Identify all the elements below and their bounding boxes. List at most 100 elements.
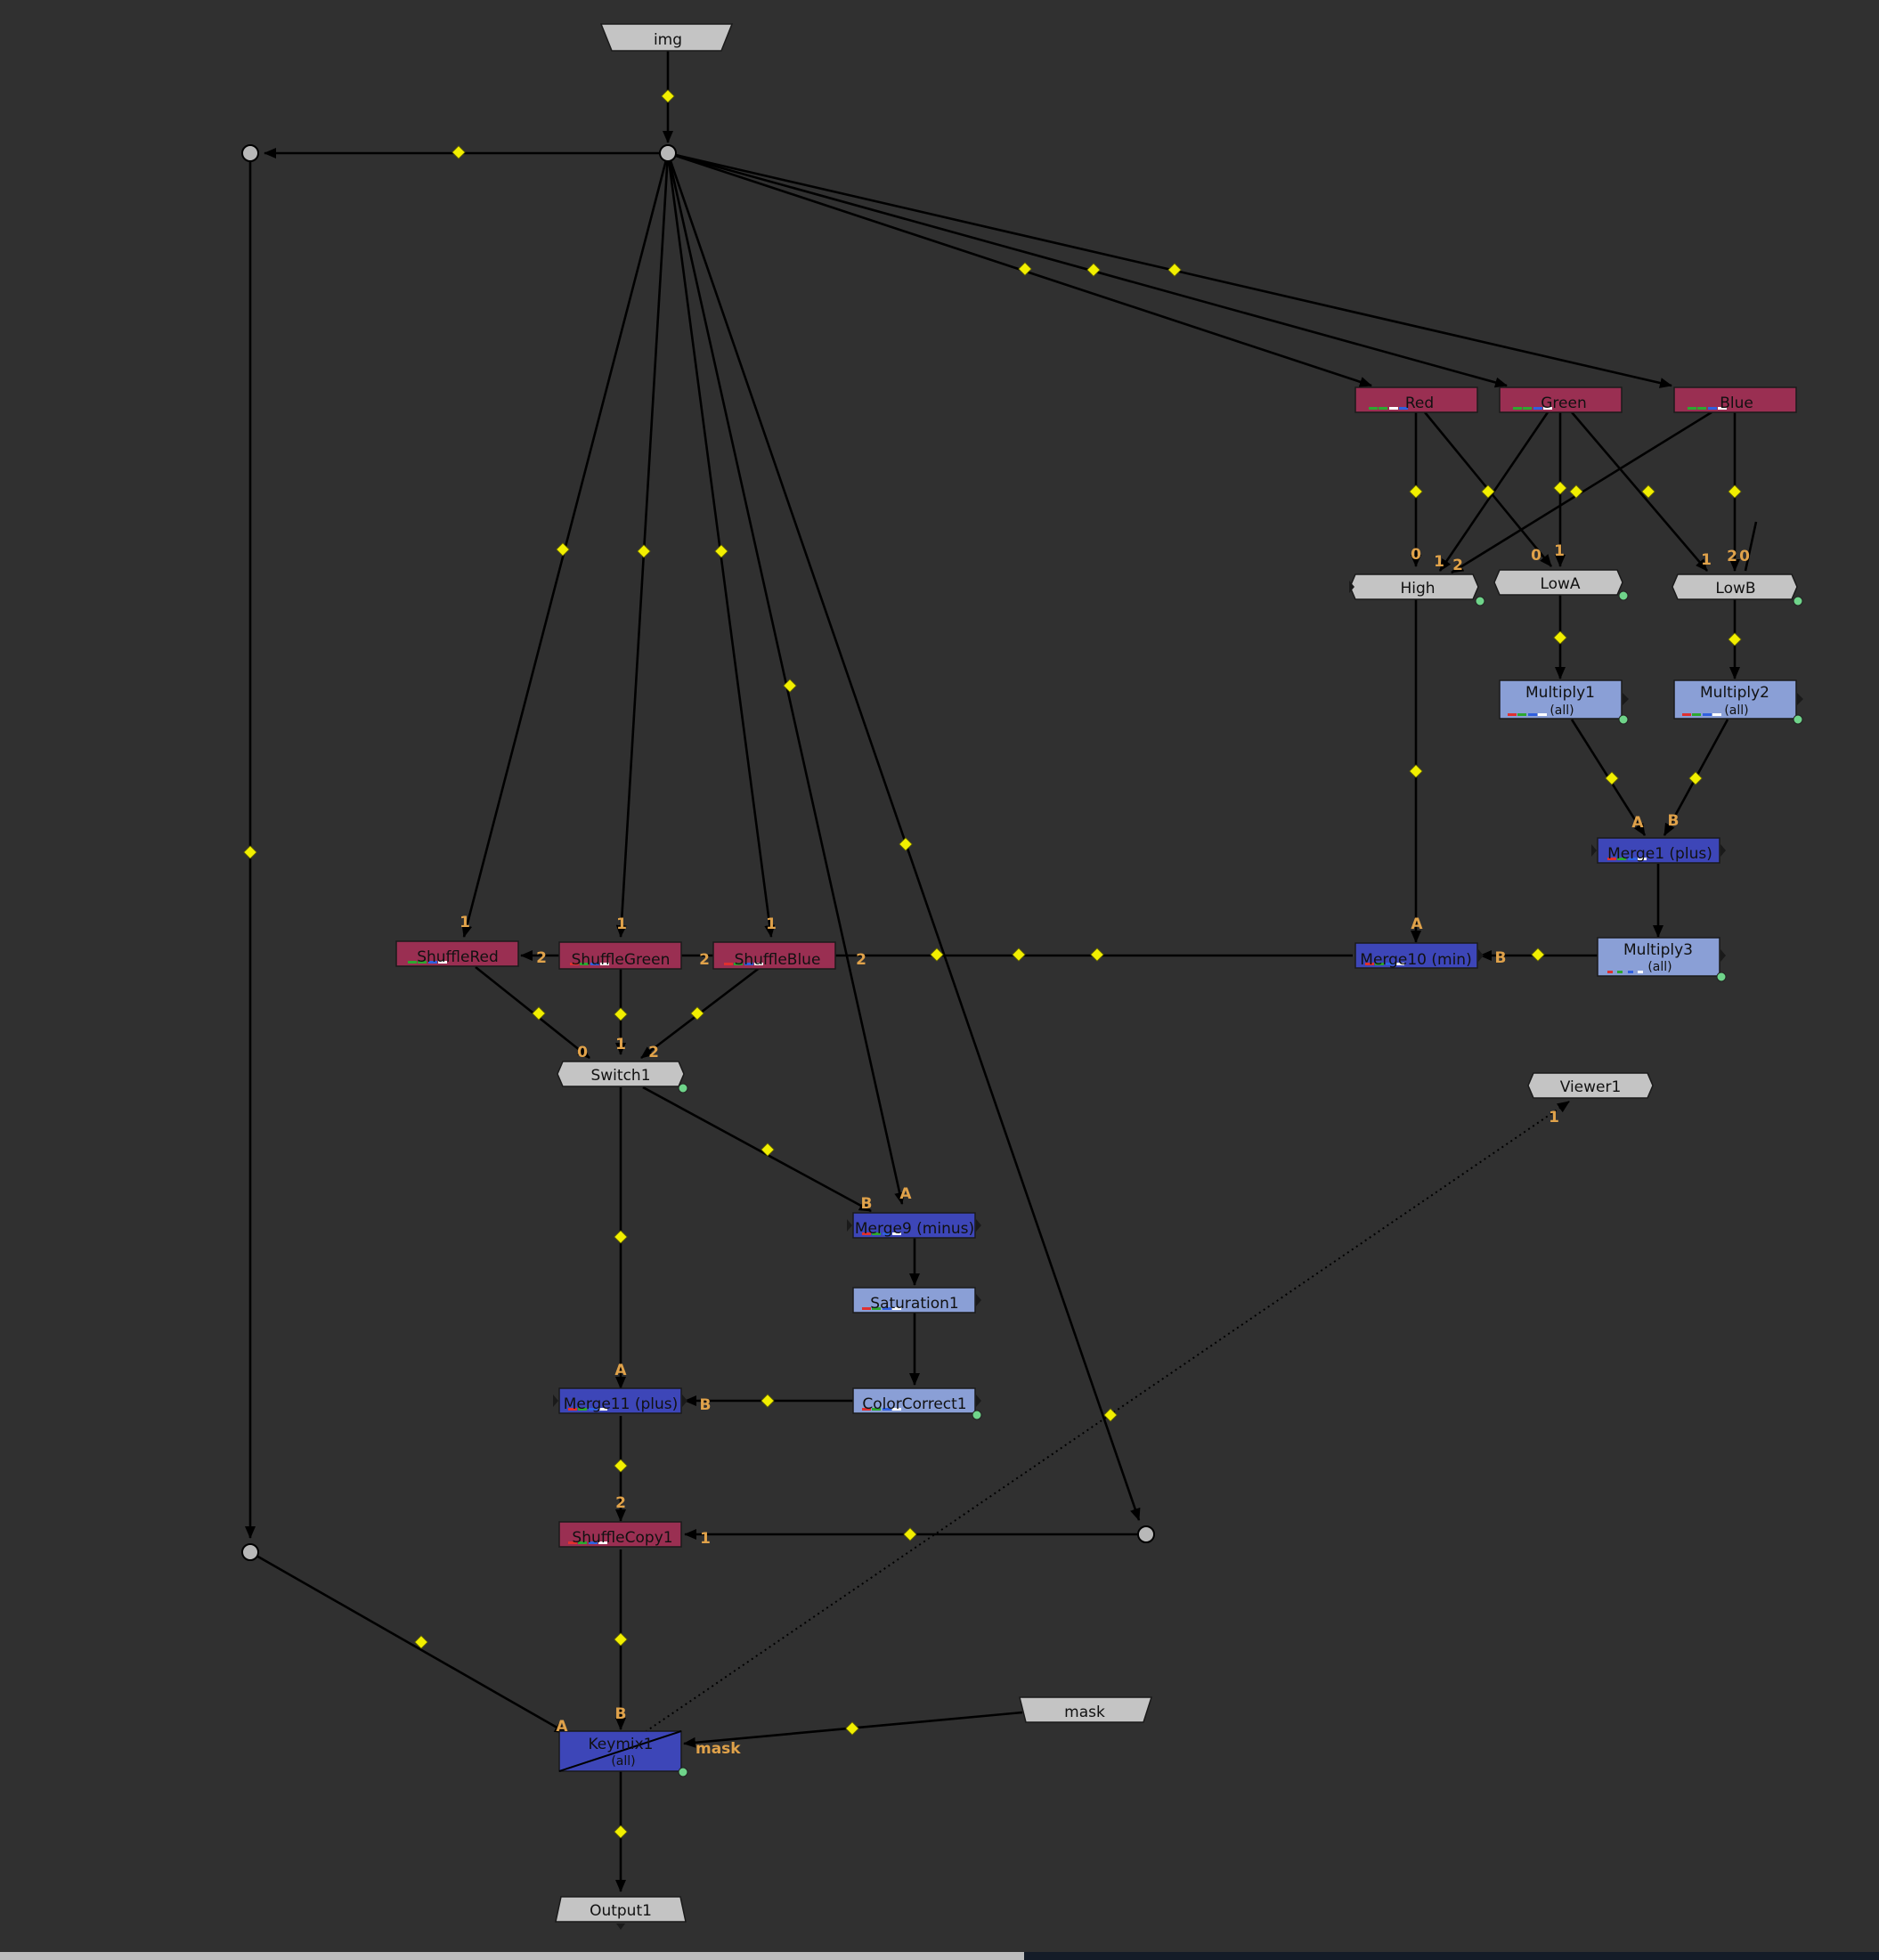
node-switch1-label: Switch1 (590, 1067, 650, 1085)
node-merge1[interactable]: Merge1 (plus) (1591, 837, 1726, 864)
dot-node-left-top[interactable] (241, 144, 259, 162)
node-red[interactable]: Red (1354, 386, 1478, 413)
input-label: 2 (615, 1494, 626, 1512)
input-label: B (1668, 812, 1680, 830)
input-label: 1 (616, 915, 627, 933)
edge-dots (243, 89, 1742, 1839)
input-label: A (614, 1362, 627, 1379)
edges (245, 51, 1758, 1892)
input-label: A (1631, 814, 1644, 832)
node-mask-label: mask (1064, 1704, 1105, 1721)
node-green-label: Green (1541, 394, 1586, 412)
node-shuffleblue-label: ShuffleBlue (735, 951, 821, 969)
node-multiply3-label: Multiply3 (1623, 941, 1693, 959)
input-label: 2 (648, 1044, 659, 1061)
node-shufflecopy1-label: ShuffleCopy1 (572, 1529, 672, 1547)
node-keymix1-sublabel: (all) (611, 1754, 635, 1769)
node-img[interactable]: img (599, 23, 734, 52)
input-label: 1 (460, 914, 470, 931)
node-shufflered-label: ShuffleRed (417, 948, 499, 966)
dot-node-right-bottom[interactable] (1137, 1525, 1155, 1543)
input-label: 2 (536, 949, 547, 967)
edge-dot-lowerdot[interactable] (666, 152, 1141, 1521)
input-label: 0 (1739, 548, 1750, 565)
dot-node-top[interactable] (659, 144, 677, 162)
node-merge1-label: Merge1 (plus) (1607, 845, 1712, 863)
node-merge9[interactable]: Merge9 (minus) (847, 1212, 981, 1239)
node-switch1[interactable]: Switch1 (557, 1061, 688, 1094)
input-label: 1 (615, 1036, 626, 1053)
input-label: 2 (1727, 548, 1737, 565)
dot-nodes (241, 144, 1155, 1561)
input-label: 0 (1531, 547, 1541, 565)
edge-keymix1-viewer1[interactable] (640, 1101, 1570, 1736)
node-lowb[interactable]: LowB (1672, 573, 1803, 606)
node-saturation1-label: Saturation1 (870, 1295, 958, 1313)
input-label: 1 (1434, 553, 1444, 571)
edge-lowb-extra[interactable] (1744, 521, 1758, 572)
node-merge10-label: Merge10 (min) (1360, 951, 1471, 969)
node-output1-label: Output1 (590, 1902, 652, 1920)
node-multiply2-label: Multiply2 (1700, 684, 1769, 702)
input-label: 2 (699, 951, 710, 969)
input-label: 1 (1701, 551, 1712, 569)
edge-dot-shuffleblue[interactable] (666, 152, 776, 938)
node-keymix1[interactable]: Keymix1 (all) (558, 1730, 688, 1777)
input-label: B (1495, 949, 1507, 967)
edge-switch1-merge9[interactable] (642, 1086, 872, 1213)
input-label: 0 (577, 1044, 588, 1061)
node-multiply1[interactable]: Multiply1 (all) (1499, 679, 1629, 725)
edge-dot-shufflered[interactable] (461, 152, 670, 938)
bottom-panel-edge (1024, 1952, 1879, 1960)
node-shuffleblue[interactable]: ShuffleBlue (712, 941, 836, 970)
node-mask[interactable]: mask (1019, 1696, 1153, 1723)
node-high[interactable]: High (1349, 573, 1485, 606)
bottom-scrollbar[interactable] (0, 1952, 1879, 1960)
node-merge10[interactable]: Merge10 (min) (1354, 942, 1484, 969)
node-colorcorrect1[interactable]: ColorCorrect1 (852, 1387, 982, 1420)
node-blue-label: Blue (1720, 394, 1753, 412)
node-multiply2[interactable]: Multiply2 (all) (1673, 679, 1803, 725)
node-multiply2-sublabel: (all) (1724, 703, 1748, 718)
edge-dot-merge9[interactable] (666, 152, 906, 1205)
node-blue[interactable]: Blue (1673, 386, 1797, 413)
input-label: 0 (1411, 546, 1421, 564)
node-lowb-label: LowB (1715, 580, 1755, 598)
node-multiply1-label: Multiply1 (1525, 684, 1595, 702)
node-multiply3-sublabel: (all) (1647, 960, 1672, 974)
node-multiply3[interactable]: Multiply3 (all) (1597, 937, 1727, 982)
dot-node-left-bottom[interactable] (241, 1543, 259, 1561)
input-label: 2 (856, 951, 866, 969)
input-label: mask (695, 1740, 741, 1758)
node-merge11[interactable]: Merge11 (plus) (553, 1387, 687, 1414)
node-green[interactable]: Green (1499, 386, 1623, 413)
node-lowa-label: LowA (1540, 575, 1580, 593)
input-label: A (1411, 915, 1423, 933)
node-saturation1[interactable]: Saturation1 (852, 1287, 981, 1313)
node-img-label: img (654, 31, 682, 49)
node-shufflegreen[interactable]: ShuffleGreen (558, 941, 682, 970)
input-labels: 0 1 2 0 1 1 2 0 A B A B 1 1 1 2 2 2 0 1 … (460, 542, 1750, 1758)
node-merge9-label: Merge9 (minus) (855, 1220, 974, 1238)
input-label: A (899, 1185, 912, 1203)
node-viewer1[interactable]: Viewer1 (1527, 1072, 1654, 1099)
edge-green-lowb[interactable] (1571, 411, 1708, 572)
node-high-label: High (1400, 580, 1435, 598)
input-label: 1 (700, 1530, 711, 1548)
node-colorcorrect1-label: ColorCorrect1 (862, 1395, 966, 1413)
input-label: 1 (1549, 1109, 1559, 1126)
node-viewer1-label: Viewer1 (1560, 1078, 1622, 1096)
node-red-label: Red (1405, 394, 1434, 412)
edge-leftdot2-keymix1[interactable] (249, 1550, 567, 1735)
node-merge11-label: Merge11 (plus) (564, 1395, 679, 1413)
input-label: 1 (766, 915, 777, 933)
node-keymix1-label: Keymix1 (589, 1736, 654, 1753)
node-shufflered[interactable]: ShuffleRed (395, 940, 519, 967)
input-label: B (615, 1705, 627, 1723)
node-lowa[interactable]: LowA (1493, 569, 1629, 601)
input-label: 1 (1554, 542, 1565, 560)
edge-shufflered-switch1[interactable] (475, 965, 590, 1060)
node-shufflecopy1[interactable]: ShuffleCopy1 (558, 1521, 682, 1548)
node-output1[interactable]: Output1 (555, 1896, 687, 1930)
